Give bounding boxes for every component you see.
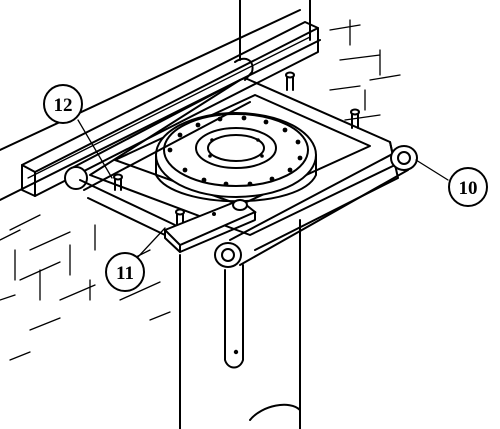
callout-12-label: 12: [54, 95, 73, 116]
callout-11: 11: [105, 227, 166, 292]
slewing-ring: [155, 112, 317, 203]
brick-wall: [0, 0, 401, 361]
left-cross-tube: [64, 79, 251, 191]
callout-12: 12: [43, 84, 113, 179]
callout-10-label: 10: [459, 178, 478, 199]
callout-11-label: 11: [116, 263, 134, 284]
ceiling-rail: [21, 21, 319, 197]
bolt-circle: [167, 115, 303, 187]
front-cross-tube: [214, 145, 418, 268]
clamp-bar: [79, 179, 257, 253]
support-column: [179, 219, 301, 429]
callout-10: 10: [415, 159, 488, 207]
